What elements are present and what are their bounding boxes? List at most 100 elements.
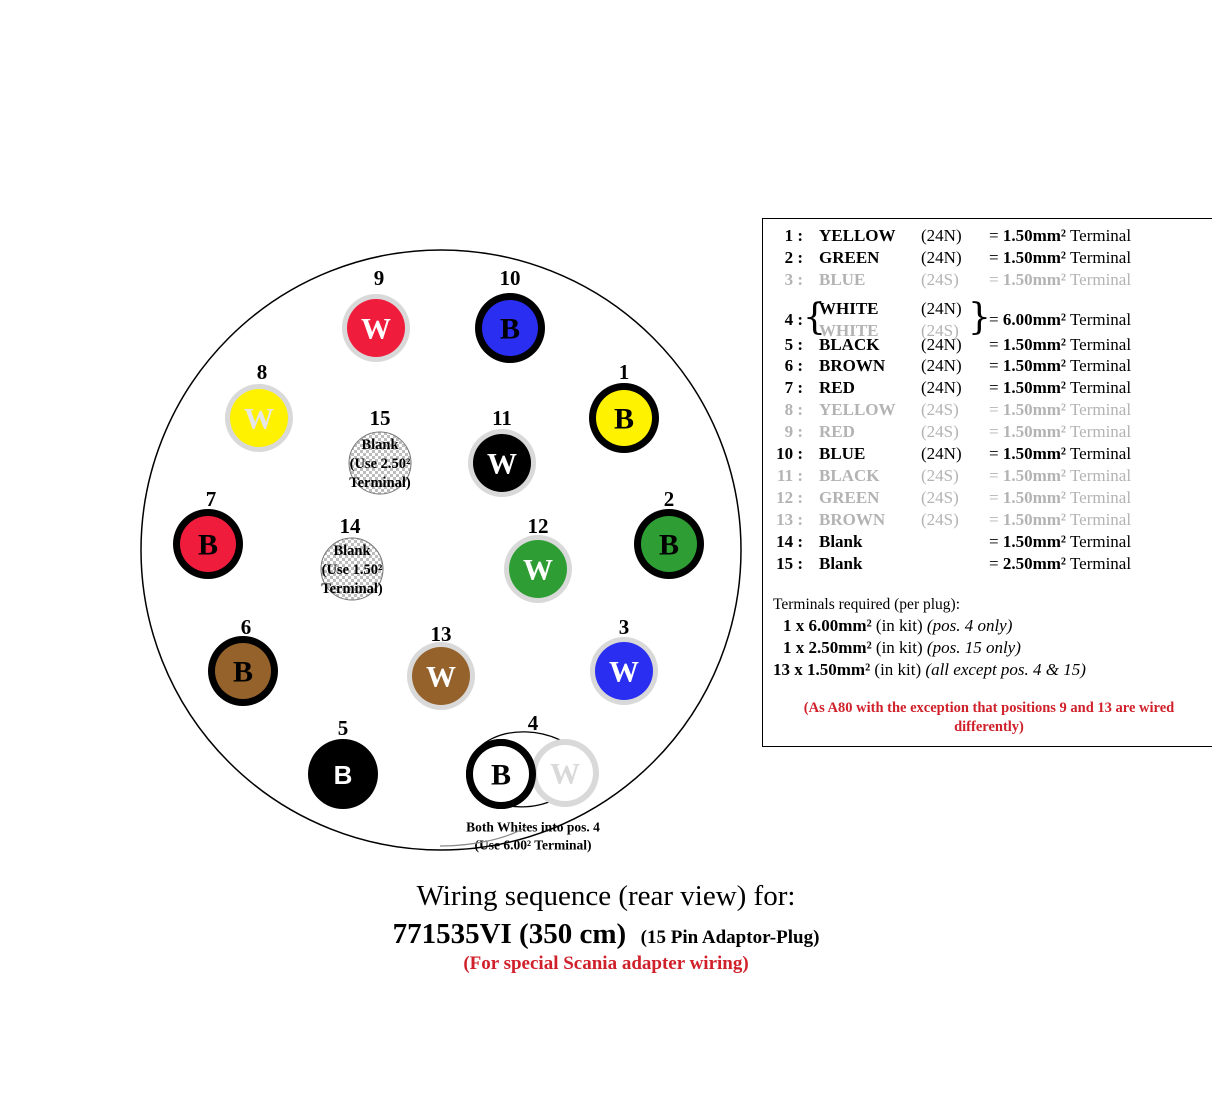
pin-5-number: 5	[338, 716, 349, 740]
pin-2-number: 2	[664, 487, 675, 511]
pin-11-letter: W	[487, 448, 517, 481]
pin-9-number: 9	[374, 266, 385, 290]
legend-row: 5 :BLACK(24N)= 1.50mm² Terminal	[763, 334, 1212, 356]
pin-12-fill	[509, 540, 567, 598]
terminal-requirement: 1 x 6.00mm² (in kit) (pos. 4 only)	[783, 615, 1012, 637]
legend-row-code: (24N)	[921, 226, 962, 245]
legend-row-terminal: = 1.50mm² Terminal	[989, 421, 1131, 443]
pin-15-blank-line-2: (Use 2.50²	[350, 456, 411, 472]
legend-row-terminal: = 1.50mm² Terminal	[989, 247, 1131, 269]
pin-8-letter: W	[244, 403, 274, 436]
legend-row-size: 1.50mm²	[1002, 444, 1067, 463]
legend-row-eq-sign: =	[989, 532, 1003, 551]
terminal-qty: 1 x 6.00mm²	[783, 616, 872, 635]
terminal-note: (pos. 4 only)	[926, 616, 1013, 635]
legend-row-terminal: = 1.50mm² Terminal	[989, 377, 1131, 399]
pin-4-letter: B	[491, 759, 511, 792]
legend-row-size: 1.50mm²	[1002, 335, 1067, 354]
legend-row-size: 1.50mm²	[1002, 378, 1067, 397]
terminal-requirement: 13 x 1.50mm² (in kit) (all except pos. 4…	[773, 659, 1086, 681]
legend-row-code: (24N)	[921, 335, 962, 354]
legend-row-num: 13 :	[776, 510, 803, 529]
pin-13: 13W	[407, 622, 475, 710]
legend-row-code: (24N)	[921, 444, 962, 463]
legend-row-size: 1.50mm²	[1002, 466, 1067, 485]
legend-row: 8 :YELLOW(24S)= 1.50mm² Terminal	[763, 399, 1212, 421]
legend-row-color: RED	[819, 378, 855, 397]
pin-14-blank-line-3: Terminal)	[321, 581, 383, 597]
legend-row-eq-sign: =	[989, 335, 1003, 354]
legend-row-term: Terminal	[1066, 335, 1132, 354]
legend-row-size: 1.50mm²	[1002, 270, 1067, 289]
legend-row-num: 3 :	[784, 270, 803, 289]
legend-row: 9 :RED(24S)= 1.50mm² Terminal	[763, 421, 1212, 443]
exception-note-line-2: differently)	[954, 719, 1024, 735]
legend-row-term: Terminal	[1066, 488, 1132, 507]
pin-15-number: 15	[370, 406, 391, 430]
pin-15-blank-line-1: Blank	[361, 437, 399, 453]
legend-row-num: 2 :	[784, 248, 803, 267]
pin-3-number: 3	[619, 615, 630, 639]
legend-row-terminal: = 1.50mm² Terminal	[989, 487, 1131, 509]
pin-7-number: 7	[206, 487, 217, 511]
legend-row-num: 12 :	[776, 488, 803, 507]
pin-9-fill	[347, 299, 405, 357]
pin-10-number: 10	[500, 266, 521, 290]
legend-row-eq-sign: =	[989, 510, 1003, 529]
legend-row: 1 :YELLOW(24N)= 1.50mm² Terminal	[763, 225, 1212, 247]
legend-row-terminal: = 1.50mm² Terminal	[989, 355, 1131, 377]
pin-8-fill	[230, 389, 288, 447]
legend-row-terminal: = 1.50mm² Terminal	[989, 269, 1131, 291]
pin-7-letter: B	[198, 529, 218, 562]
legend-row-size: 1.50mm²	[1002, 400, 1067, 419]
legend-row-4-num: 4 :	[784, 310, 803, 329]
legend-row-eq-sign: =	[989, 400, 1003, 419]
pin-13-number: 13	[431, 622, 452, 646]
legend-row-term: Terminal	[1066, 510, 1132, 529]
legend-row: 3 :BLUE(24S)= 1.50mm² Terminal	[763, 269, 1212, 291]
pin-6-fill	[215, 643, 271, 699]
pin-7-fill	[180, 516, 236, 572]
pin-5-fill	[315, 746, 371, 802]
pin-1-number: 1	[619, 360, 630, 384]
legend-row-num: 8 :	[784, 400, 803, 419]
right-brace-icon: }	[968, 297, 991, 338]
legend-row-term: Terminal	[1066, 466, 1132, 485]
exception-note: (As A80 with the exception that position…	[763, 699, 1212, 737]
legend-row-num: 6 :	[784, 356, 803, 375]
pin-6: 6B	[208, 615, 278, 706]
legend-row-color: YELLOW	[819, 400, 896, 419]
pin-2-letter: B	[659, 529, 679, 562]
pin-1-fill	[596, 390, 652, 446]
legend-row-eq-sign: =	[989, 270, 1003, 289]
pin-4-note-line-1: Both Whites into pos. 4	[466, 820, 600, 835]
legend-row-color: BLACK	[819, 335, 880, 354]
terminal-kit: (in kit)	[871, 616, 927, 635]
caption-special: (For special Scania adapter wiring)	[463, 953, 749, 974]
legend-row-code: (24N)	[921, 378, 962, 397]
pin-13-fill	[412, 647, 470, 705]
legend-row-code: (24N)	[921, 248, 962, 267]
pin-4-second-letter: W	[550, 758, 580, 791]
legend-row: 13 :BROWN(24S)= 1.50mm² Terminal	[763, 509, 1212, 531]
legend-row-code: (24S)	[921, 270, 959, 289]
legend-row-code: (24S)	[921, 400, 959, 419]
caption-part: 771535VI (350 cm) (15 Pin Adaptor-Plug)	[0, 918, 1212, 951]
pin-12: 12W	[504, 514, 572, 603]
legend-row-term: Terminal	[1066, 444, 1132, 463]
legend-row: 7 :RED(24N)= 1.50mm² Terminal	[763, 377, 1212, 399]
pin-3: 3W	[590, 615, 658, 705]
pin-13-letter: W	[426, 661, 456, 694]
terminal-qty: 13 x 1.50mm²	[773, 660, 871, 679]
legend-row-size: 2.50mm²	[1002, 554, 1067, 573]
legend-row-num: 1 :	[784, 226, 803, 245]
exception-note-line-1: (As A80 with the exception that position…	[803, 700, 1175, 716]
legend-row-color: BLUE	[819, 444, 866, 463]
legend-row-code: (24S)	[921, 510, 959, 529]
pin-7: 7B	[173, 487, 243, 579]
legend-row-terminal: = 1.50mm² Terminal	[989, 531, 1131, 553]
legend-row: 10 :BLUE(24N)= 1.50mm² Terminal	[763, 443, 1212, 465]
pin-11-number: 11	[492, 406, 512, 430]
